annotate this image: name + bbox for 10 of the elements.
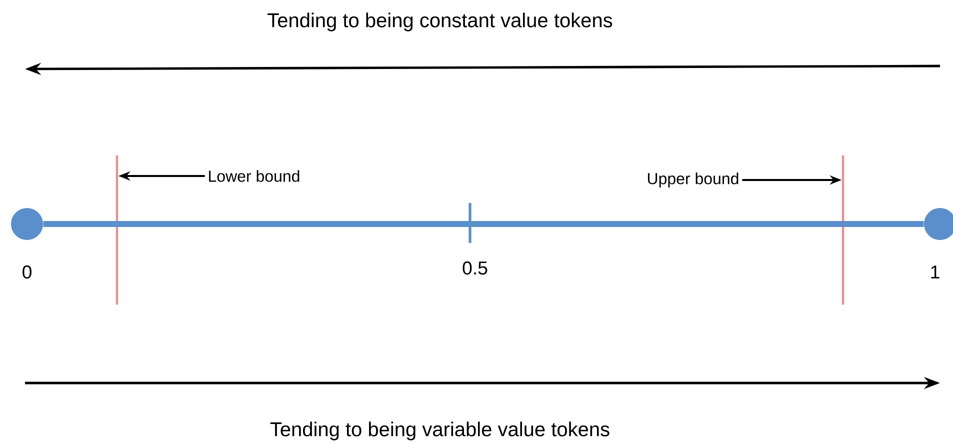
axis-value: 0.5 xyxy=(462,261,488,275)
axis-value: 0 xyxy=(22,265,32,279)
endpoint-dot xyxy=(11,208,43,240)
heading-text: Tending to being variable value tokens xyxy=(270,422,610,440)
heading-text: Tending to being constant value tokens xyxy=(268,12,612,32)
bound-label: Lower bound xyxy=(209,170,300,182)
bound-line xyxy=(116,155,118,305)
bound-label: Upper bound xyxy=(648,172,738,188)
axis-value: 1 xyxy=(931,266,940,278)
bound-line xyxy=(842,155,844,305)
